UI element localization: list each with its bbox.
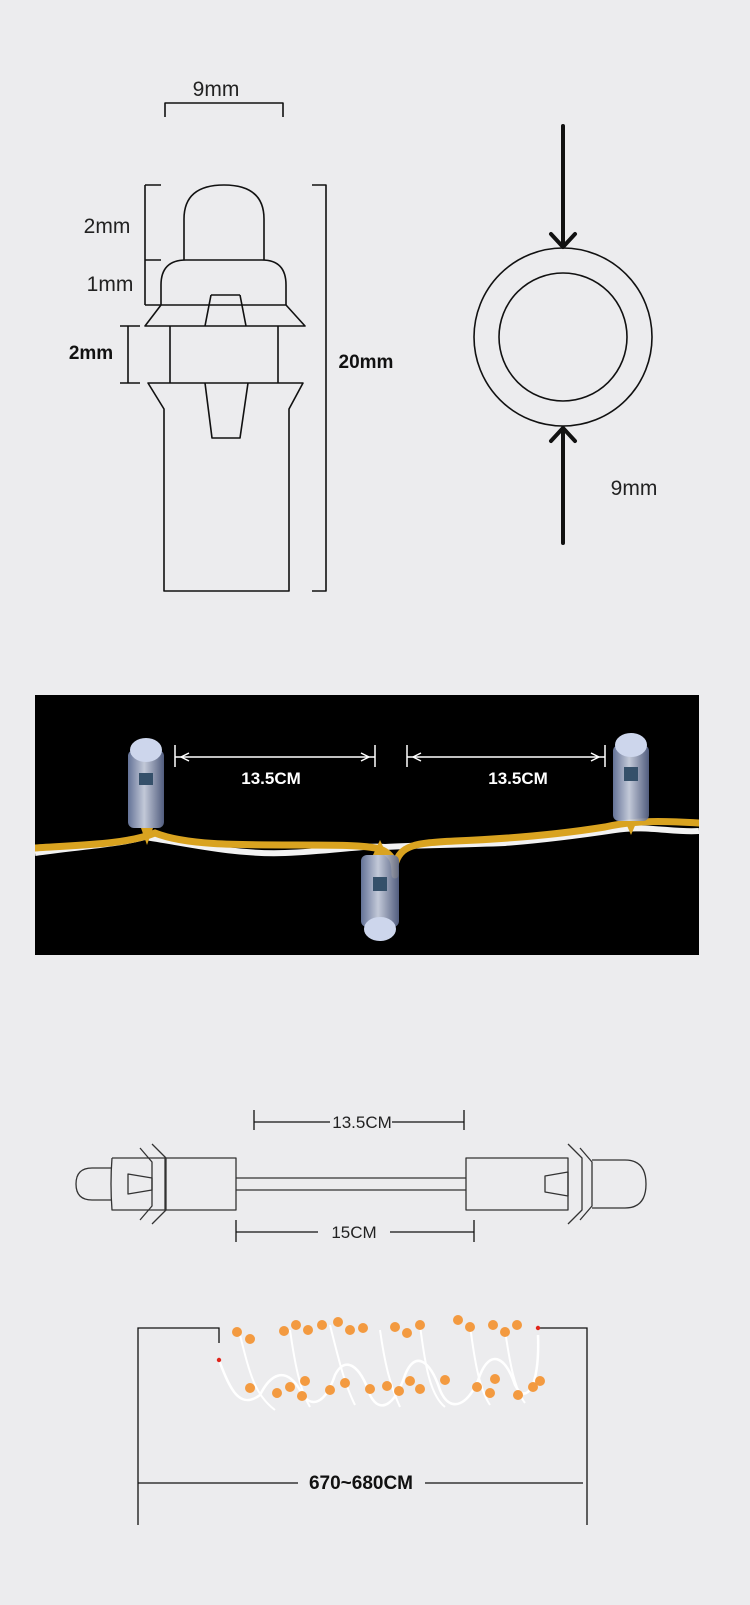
- bundled-led-string: [216, 1315, 545, 1411]
- groove-shape: [169, 326, 279, 383]
- left-length-bracket: [137, 1327, 220, 1525]
- right-spacing-line: [406, 745, 606, 767]
- upper-flange-shape: [144, 304, 306, 327]
- product-photo-svg: 13.5CM 13.5CM: [35, 733, 699, 941]
- right-led-flange-shape: [567, 1143, 583, 1225]
- left-dimension-lines: [144, 184, 161, 306]
- outer-spacing-line: [235, 1220, 475, 1242]
- outer-circle-shape: [473, 247, 653, 427]
- total-height-dimension-line: [312, 184, 327, 592]
- led-bead-middle: [361, 840, 399, 941]
- total-height-label: 20mm: [339, 352, 394, 373]
- string-length-svg: 670~680CM: [137, 1315, 588, 1525]
- left-led-body-shape: [166, 1157, 237, 1211]
- left-led-collar-shape: [110, 1157, 166, 1211]
- inner-spacing-label: 13.5CM: [332, 1113, 392, 1132]
- inner-circle-shape: [498, 272, 628, 402]
- diameter-label: 9mm: [611, 477, 658, 500]
- led-dimension-drawing: 9mm 2mm 1mm 2mm 20mm 9mm: [0, 0, 750, 640]
- width-dimension-line: [164, 102, 284, 117]
- dome-height-label: 2mm: [84, 215, 131, 238]
- left-spacing-label: 13.5CM: [241, 769, 301, 788]
- base-slot-shape: [204, 382, 249, 439]
- led-collar-shape: [160, 259, 287, 305]
- groove-height-label: 2mm: [69, 343, 113, 364]
- top-arrow-icon: [549, 124, 577, 249]
- groove-dimension-line: [120, 325, 140, 384]
- left-spacing-line: [174, 745, 376, 767]
- collar-height-label: 1mm: [87, 273, 134, 296]
- led-bead-right: [613, 733, 649, 835]
- right-led-dome-shape: [592, 1159, 647, 1209]
- collar-slot-shape: [204, 294, 247, 327]
- right-led-flange2-shape: [579, 1147, 593, 1221]
- inner-spacing-line: [253, 1110, 465, 1130]
- right-led-body-shape: [465, 1157, 569, 1211]
- right-led-slot-shape: [544, 1171, 569, 1197]
- led-bead-left: [128, 738, 164, 845]
- left-led-flange2-shape: [151, 1143, 167, 1225]
- led-dimension-svg: 9mm 2mm 1mm 2mm 20mm 9mm: [69, 78, 658, 592]
- right-spacing-label: 13.5CM: [488, 769, 548, 788]
- outer-spacing-label: 15CM: [331, 1223, 376, 1242]
- bottom-arrow-icon: [549, 426, 577, 545]
- left-led-flange-shape: [139, 1147, 153, 1221]
- wire-connection-svg: 13.5CM 15CM: [75, 1110, 647, 1242]
- total-length-label: 670~680CM: [309, 1473, 413, 1494]
- right-length-bracket: [538, 1327, 588, 1525]
- led-dome-shape: [183, 184, 265, 260]
- product-photo: 13.5CM 13.5CM: [35, 695, 699, 955]
- connecting-wires-shape: [236, 1177, 466, 1191]
- left-led-slot-shape: [127, 1173, 153, 1195]
- left-led-dome-shape: [75, 1167, 112, 1201]
- wire-connection-diagram: 13.5CM 15CM: [0, 1110, 750, 1260]
- string-length-diagram: 670~680CM: [0, 1295, 750, 1540]
- width-label: 9mm: [193, 78, 240, 101]
- led-base-shape: [147, 382, 304, 592]
